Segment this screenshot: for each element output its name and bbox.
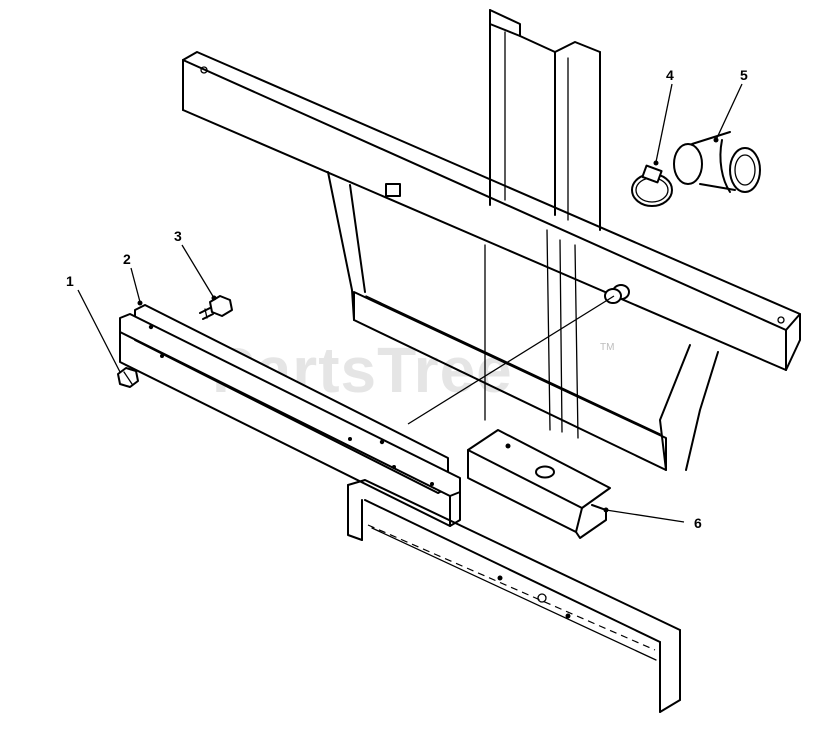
part-1-2-plates (119, 304, 461, 527)
callout-leaders (77, 83, 743, 523)
callout-3[interactable]: 3 (174, 228, 182, 244)
part-1-nut (117, 367, 139, 388)
callout-2[interactable]: 2 (123, 251, 131, 267)
lower-channel-rail (347, 479, 681, 713)
assembly-line (407, 295, 615, 425)
callout-labels: 1 2 3 4 5 6 (66, 67, 748, 531)
part-4-hose-clamp (631, 164, 673, 207)
part-3-bolt (199, 295, 233, 320)
main-frame-beam (182, 51, 801, 471)
part-5-elbow (673, 131, 761, 193)
callout-6[interactable]: 6 (694, 515, 702, 531)
callout-4[interactable]: 4 (666, 67, 674, 83)
callout-5[interactable]: 5 (740, 67, 748, 83)
callout-1[interactable]: 1 (66, 273, 74, 289)
part-6-bracket (467, 429, 611, 539)
watermark-tm: TM (600, 342, 614, 353)
